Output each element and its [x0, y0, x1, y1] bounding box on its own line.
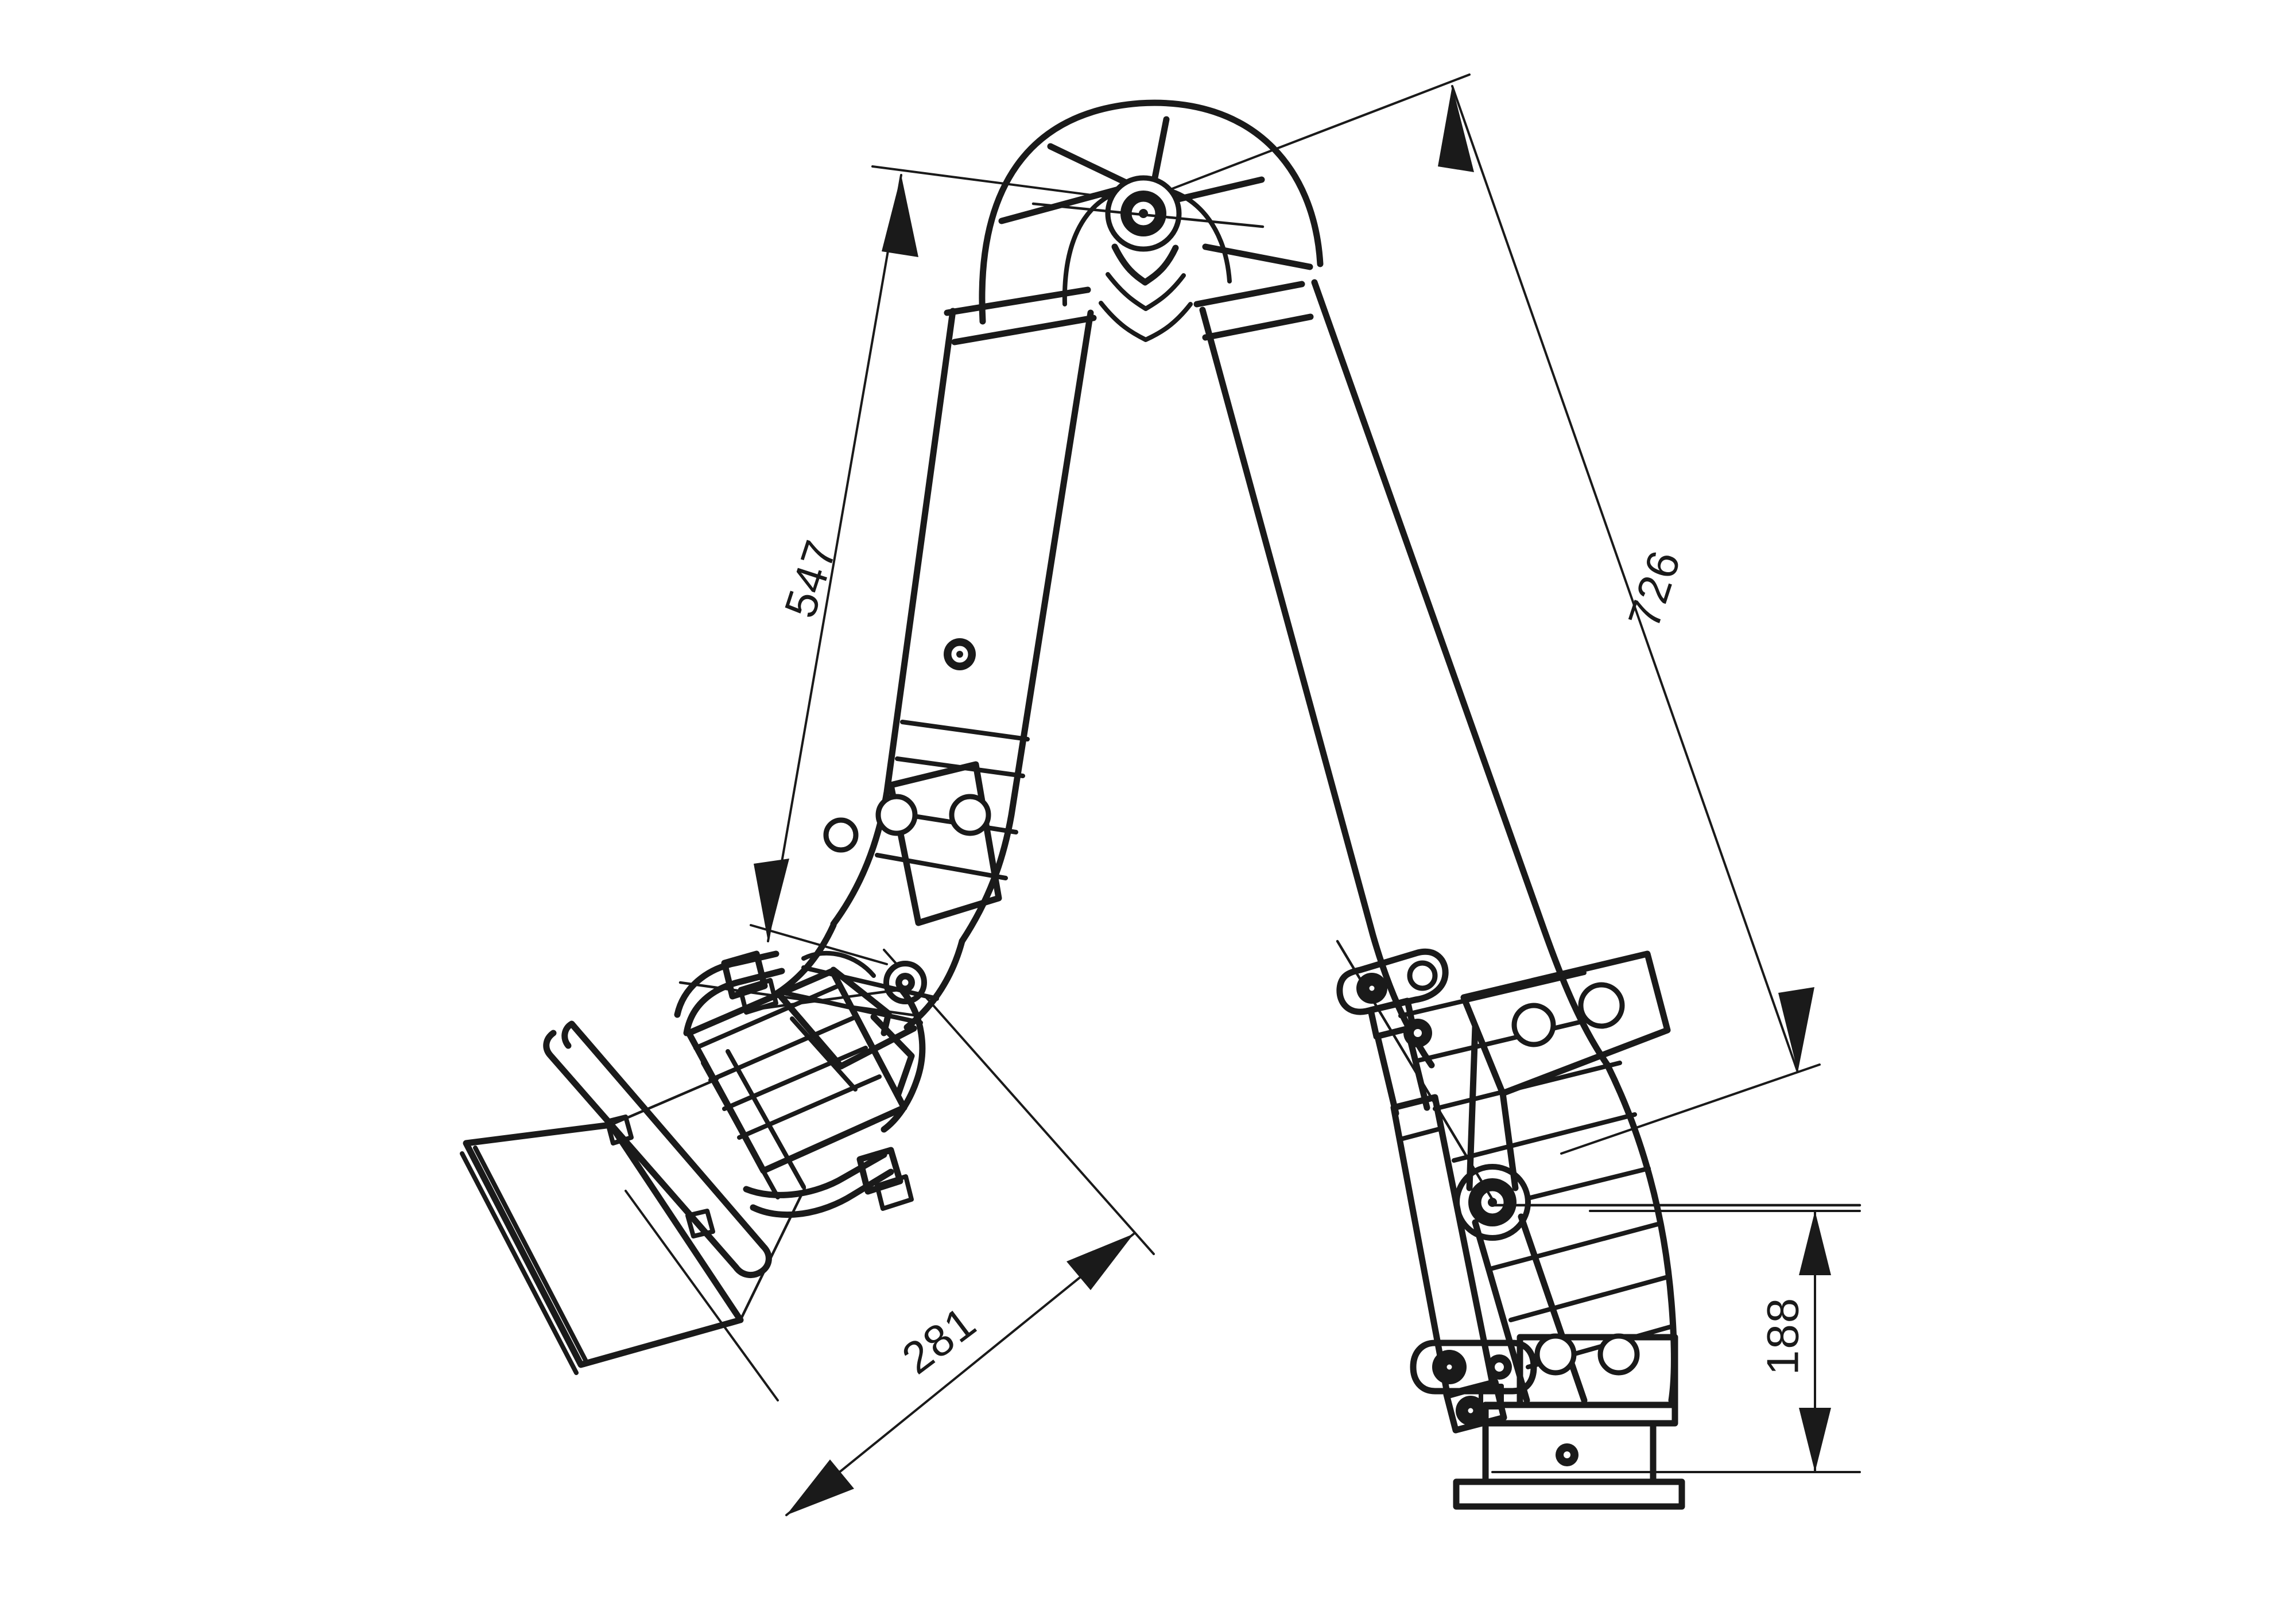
dimension-label-547: 547 — [774, 534, 847, 624]
base-pedestal — [1410, 1333, 1685, 1510]
dimension-label-188: 188 — [1758, 1297, 1808, 1375]
end-effector — [674, 950, 926, 1218]
dimension-label-726: 726 — [1618, 544, 1690, 634]
elbow-joint — [944, 99, 1324, 345]
dimension-188 — [1491, 1210, 1861, 1473]
hydraulic-cylinder — [1336, 939, 1507, 1434]
dimension-layer — [625, 73, 1861, 1516]
upperarm-link — [1199, 279, 1861, 1404]
forearm-link — [747, 308, 1094, 1092]
deflector-plate — [460, 1020, 806, 1375]
dimension-726 — [1147, 73, 1821, 1155]
dimension-547 — [750, 165, 1138, 965]
dimension-label-281: 281 — [893, 1296, 986, 1384]
mechanism-layer — [460, 99, 1861, 1510]
dimension-281 — [625, 949, 1155, 1516]
